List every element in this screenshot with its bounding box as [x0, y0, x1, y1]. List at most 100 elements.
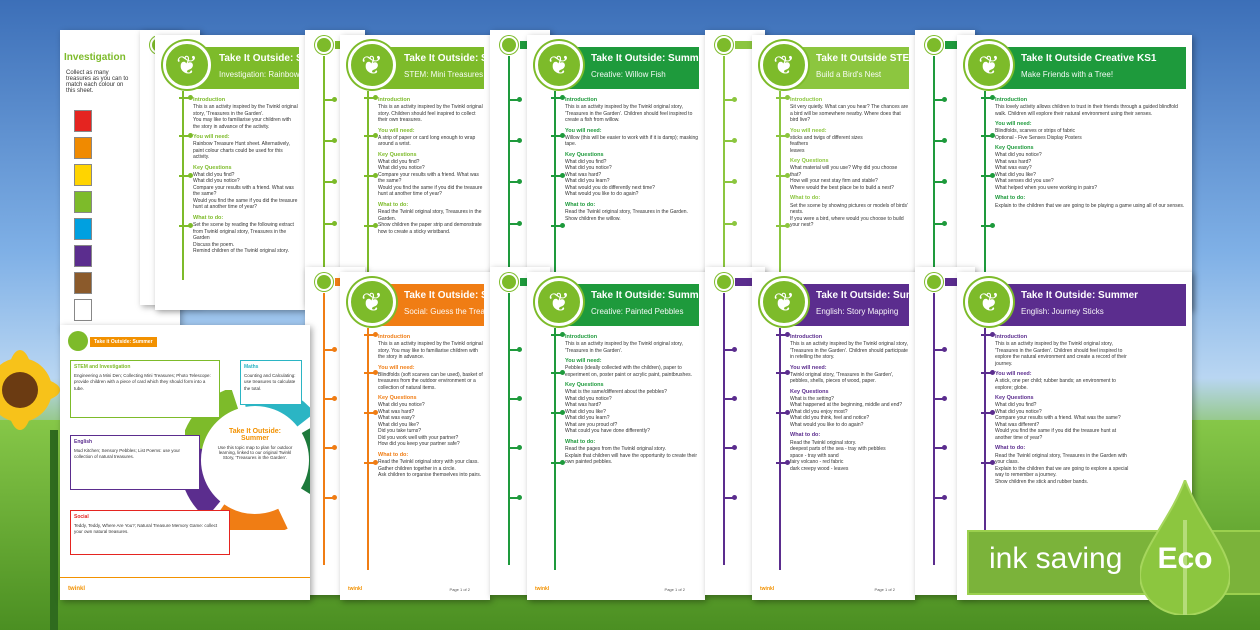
section-line: What helped when you were working in pai… — [995, 184, 1097, 191]
section-line: What did you notice? — [565, 165, 612, 172]
section-list: Pebbles (ideally collected with the chil… — [565, 365, 699, 378]
section-list: What did you notice?What was hard?What w… — [378, 402, 484, 448]
section-line: Pebbles (ideally collected with the chil… — [565, 365, 693, 378]
leaf-logo-icon: ❦ — [535, 278, 583, 326]
section-line: This is an activity inspired by the Twin… — [193, 104, 298, 117]
section-line: fairy volcano - red fabric — [790, 459, 844, 466]
timeline-spine — [779, 328, 781, 570]
twinkl-logo: twinkl — [348, 586, 363, 592]
section-heading: Key Questions — [790, 388, 829, 395]
section-line: Read the Twinkl original story, Treasure… — [995, 452, 1127, 466]
sheet-header: Take It Outside: SummerInvestigation: Ra… — [185, 47, 299, 89]
logo-icon — [715, 273, 733, 291]
section-list: This is an activity inspired by the Twin… — [790, 341, 909, 361]
logo-icon — [715, 36, 733, 54]
section-line: Explain to the children that we are goin… — [995, 202, 1185, 209]
leaf-logo-icon: ❦ — [965, 278, 1013, 326]
activity-sheet: Take It Outside STEM KS1Build a Bird's N… — [752, 35, 915, 310]
section-line: What did you like? — [565, 408, 606, 415]
section-line: What did you learn? — [565, 178, 610, 185]
timeline-node — [551, 460, 565, 465]
colour-swatch — [74, 110, 92, 132]
section-heading: What to do: — [995, 445, 1026, 452]
timeline-node — [723, 494, 737, 500]
timeline-node — [981, 410, 995, 415]
section-line: This is an activity inspired by the Twin… — [995, 341, 1127, 367]
timeline-node — [933, 396, 947, 402]
section-line: You may like to familiarise your childre… — [193, 117, 291, 130]
section-heading: Introduction — [790, 334, 823, 340]
section-line: Rainbow Treasure Hunt sheet. Alternative… — [193, 141, 290, 161]
timeline-node — [723, 179, 737, 185]
timeline-node — [551, 332, 565, 337]
section-line: This is an activity inspired by the Twin… — [565, 341, 683, 354]
section-line: What was hard? — [378, 408, 415, 415]
colour-swatch — [74, 299, 92, 321]
topic-map-box-heading: Social — [74, 514, 89, 520]
section-line: Remind children of the Twinkl original s… — [193, 248, 289, 255]
section-list: This is an activity inspired by the Twin… — [565, 104, 699, 124]
section-heading: What to do: — [995, 195, 1026, 202]
timeline-node — [508, 96, 522, 102]
section-heading: Introduction — [565, 334, 598, 340]
section-line: Read the pages from the Twinkl original … — [565, 446, 666, 453]
section-line: What senses did you use? — [995, 178, 1054, 185]
section-heading: You will need: — [995, 371, 1032, 378]
sheet-subtitle: Build a Bird's Nest — [816, 70, 882, 79]
section-heading: Introduction — [790, 97, 823, 103]
sheet-title: Take It Outside Creative KS1 — [1021, 53, 1157, 64]
section-heading: What to do: — [378, 201, 409, 208]
leaf-logo-icon: ❦ — [760, 41, 808, 89]
section-heading: Key Questions — [565, 382, 604, 389]
page-number: Page 1 of 2 — [874, 587, 895, 592]
timeline-node — [776, 410, 790, 415]
timeline-spine — [984, 91, 986, 280]
timeline-node — [323, 96, 337, 102]
section-heading: What to do: — [565, 438, 596, 445]
section-line: Explain to the children that we are goin… — [995, 465, 1129, 479]
timeline-node — [933, 220, 947, 226]
page-number: Page 1 of 2 — [664, 587, 685, 592]
logo-icon — [500, 36, 518, 54]
topic-map-box-heading: Maths — [244, 364, 259, 370]
timeline-node — [981, 370, 995, 375]
timeline-node — [981, 332, 995, 337]
section-heading: What to do: — [565, 201, 596, 208]
section-line: How will your nest stay firm and stable? — [790, 178, 878, 185]
timeline-node — [508, 396, 522, 402]
logo-icon — [68, 331, 88, 351]
section-list: This lovely activity allows children to … — [995, 104, 1186, 117]
section-line: leaves — [790, 147, 805, 154]
timeline-node — [364, 370, 378, 375]
section-line: feathers — [790, 141, 809, 148]
sheet-title: Take It Outside: Summer — [404, 53, 484, 64]
eco-leaf-badge: Eco — [1138, 477, 1232, 616]
sheet-subtitle: English: Journey Sticks — [1021, 307, 1104, 316]
timeline-node — [323, 220, 337, 226]
timeline-node — [723, 138, 737, 143]
timeline-node — [776, 460, 790, 465]
topic-map-box-heading: English — [74, 439, 93, 445]
section-line: Show children the willow. — [565, 215, 621, 222]
section-line: What would you do differently next time? — [565, 184, 655, 191]
section-line: What did you enjoy most? — [790, 408, 848, 415]
section-line: Read the Twinkl original story, Treasure… — [378, 209, 482, 222]
section-line: What did you notice? — [378, 165, 425, 172]
sheet-tag — [735, 278, 755, 286]
topic-map-box-text: Counting and Calculating: use treasures … — [244, 373, 296, 391]
section-line: Did you take turns? — [378, 428, 422, 435]
timeline-spine — [323, 56, 325, 275]
timeline-node — [179, 173, 193, 178]
section-line: A stick, one per child; rubber bands; an… — [995, 378, 1116, 391]
timeline-spine — [367, 328, 369, 570]
sheet-title: Take It Outside: Summer — [816, 290, 909, 301]
timeline-node — [323, 494, 337, 500]
section-heading: What to do: — [790, 432, 821, 439]
timeline-node — [933, 138, 947, 143]
